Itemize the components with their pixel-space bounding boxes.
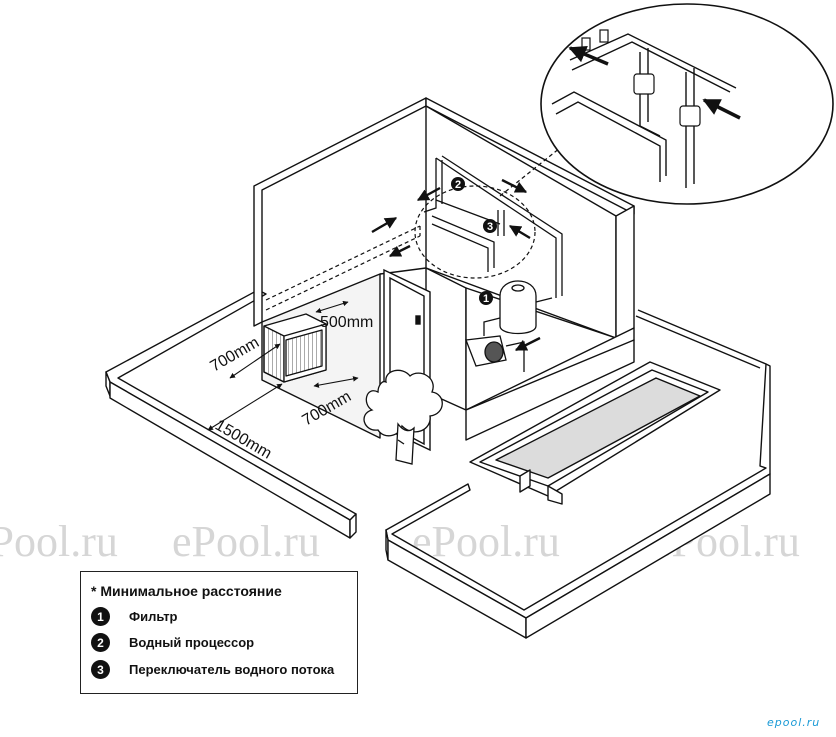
- svg-text:3: 3: [487, 221, 493, 233]
- pump-room: [253, 97, 635, 441]
- svg-text:2: 2: [455, 179, 461, 191]
- svg-text:ePool.ru: ePool.ru: [0, 517, 118, 566]
- tree-illustration: [363, 369, 443, 465]
- svg-text:1: 1: [483, 293, 489, 305]
- marker-flow-switch: 3: [483, 219, 497, 233]
- legend-number: 3: [91, 660, 110, 679]
- door-handle: [415, 315, 421, 325]
- brand-logo: epool.ru: [767, 716, 821, 729]
- wall-pipes: [423, 155, 563, 298]
- svg-text:ePool.ru: ePool.ru: [172, 517, 320, 566]
- legend-title: * Минимальное расстояние: [91, 583, 282, 599]
- watermark: ePool.ru ePool.ru ePool.ru ePool.ru: [0, 517, 800, 566]
- pump: [465, 317, 525, 372]
- svg-text:ePool.ru: ePool.ru: [412, 517, 560, 566]
- filter-tank: [499, 280, 553, 335]
- legend-item-flow-switch: 3 Переключатель водного потока: [91, 660, 334, 679]
- legend-item-filter: 1 Фильтр: [91, 607, 178, 626]
- detail-inset: [540, 3, 834, 205]
- legend-number: 2: [91, 633, 110, 652]
- marker-filter: 1: [479, 291, 493, 305]
- outer-wall-right: [385, 309, 771, 639]
- legend-label: Фильтр: [129, 609, 178, 624]
- legend-number: 1: [91, 607, 110, 626]
- swimming-pool: [469, 361, 721, 505]
- dimension-lines: [207, 300, 359, 431]
- dimension-left: 700mm: [208, 334, 263, 375]
- legend-box: * Минимальное расстояние 1 Фильтр 2 Водн…: [80, 571, 358, 694]
- legend-label: Водный процессор: [129, 635, 255, 650]
- flow-arrows: [371, 178, 541, 352]
- dimension-back: 500mm: [320, 314, 373, 331]
- legend-label: Переключатель водного потока: [129, 662, 335, 677]
- legend-item-processor: 2 Водный процессор: [91, 633, 254, 652]
- marker-processor: 2: [451, 177, 465, 191]
